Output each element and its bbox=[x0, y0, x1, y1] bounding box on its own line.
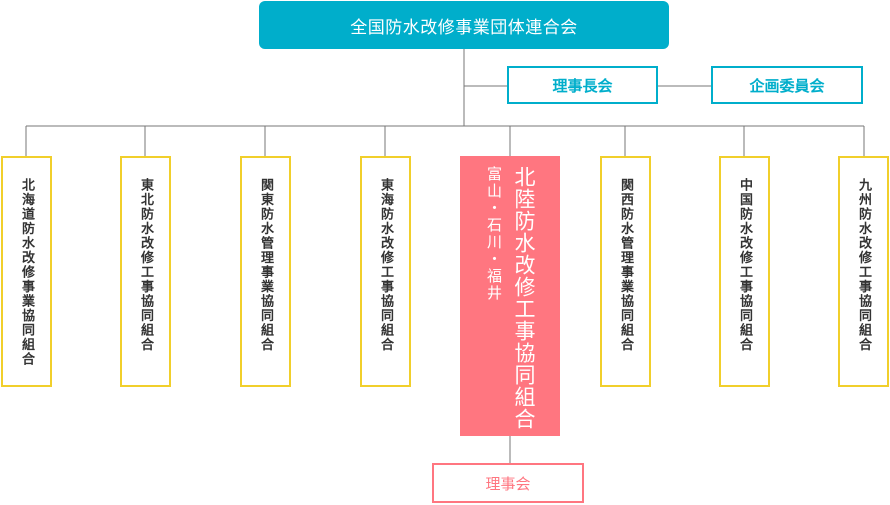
hokuriku-region: 富山・石川・福井 bbox=[485, 166, 503, 302]
member-chugoku: 中国防水改修工事協同組合 bbox=[719, 156, 770, 387]
member-tohoku: 東北防水改修工事協同組合 bbox=[120, 156, 171, 387]
member-kansai: 関西防水管理事業協同組合 bbox=[600, 156, 651, 387]
member-hokkaido: 北海道防水改修事業協同組合 bbox=[1, 156, 52, 387]
member-label: 関東防水管理事業協同組合 bbox=[258, 178, 273, 352]
member-kyushu: 九州防水改修工事協同組合 bbox=[838, 156, 889, 387]
federation-label: 全国防水改修事業団体連合会 bbox=[350, 17, 578, 38]
member-label: 関西防水管理事業協同組合 bbox=[618, 178, 633, 352]
hokuriku-name: 北陸防水改修工事協同組合 bbox=[512, 166, 536, 430]
sub-board-label: 理事会 bbox=[485, 474, 531, 493]
member-kanto: 関東防水管理事業協同組合 bbox=[240, 156, 291, 387]
planning-committee-box: 企画委員会 bbox=[711, 66, 863, 104]
member-hokuriku-highlight: 北陸防水改修工事協同組合 富山・石川・福井 bbox=[460, 156, 560, 436]
member-label: 東北防水改修工事協同組合 bbox=[138, 178, 153, 352]
board-of-presidents-box: 理事長会 bbox=[507, 66, 658, 104]
member-label: 中国防水改修工事協同組合 bbox=[737, 178, 752, 352]
sub-board-box: 理事会 bbox=[432, 463, 584, 503]
board-of-presidents-label: 理事長会 bbox=[552, 76, 613, 95]
member-tokai: 東海防水改修工事協同組合 bbox=[360, 156, 411, 387]
member-label: 九州防水改修工事協同組合 bbox=[856, 178, 871, 352]
member-label: 北海道防水改修事業協同組合 bbox=[19, 178, 34, 367]
federation-box: 全国防水改修事業団体連合会 bbox=[259, 1, 669, 49]
member-label: 東海防水改修工事協同組合 bbox=[378, 178, 393, 352]
planning-committee-label: 企画委員会 bbox=[749, 76, 825, 95]
